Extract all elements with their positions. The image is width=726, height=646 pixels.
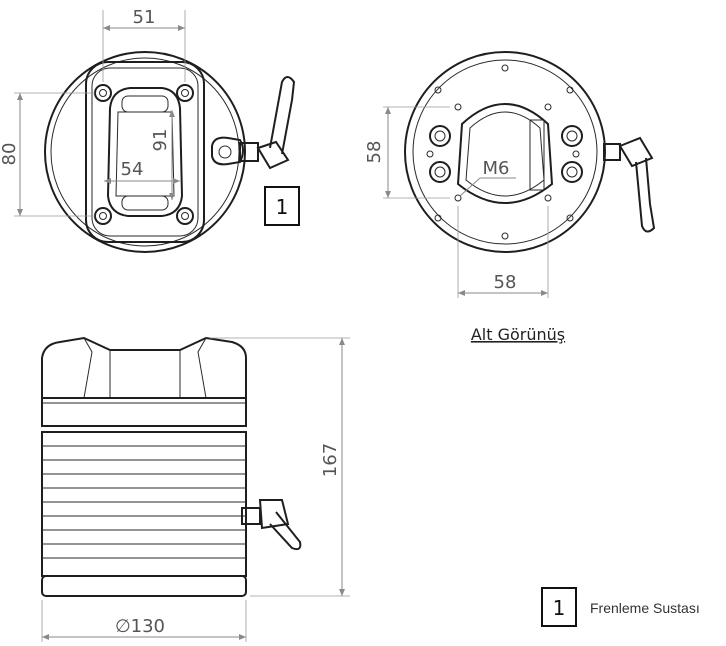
callout-number-1: 1 (276, 195, 289, 219)
dim-top-inner-width: 54 (121, 159, 144, 180)
dim-top-inner-height: 91 (150, 129, 171, 152)
top-view: 51 80 91 54 1 (0, 7, 300, 253)
bottom-view-caption: Alt Görünüş (471, 325, 565, 344)
side-view: 167 ∅130 (41, 336, 350, 642)
dim-side-height: 167 (320, 443, 341, 477)
bottom-view: 58 58 M6 Alt Görünüş (364, 51, 656, 344)
legend-number: 1 (553, 596, 566, 620)
legend-box (541, 587, 577, 627)
callout-box-1 (264, 186, 300, 226)
legend-label: Frenleme Sustası (590, 600, 700, 616)
dim-bottom-horizontal: 58 (494, 272, 517, 293)
dim-diameter: ∅130 (115, 616, 165, 637)
dim-top-height: 80 (0, 143, 20, 166)
legend: 1 Frenleme Sustası (541, 587, 700, 627)
dim-bottom-vertical: 58 (364, 141, 385, 164)
dim-top-width: 51 (133, 7, 156, 28)
thread-label: M6 (483, 158, 510, 179)
